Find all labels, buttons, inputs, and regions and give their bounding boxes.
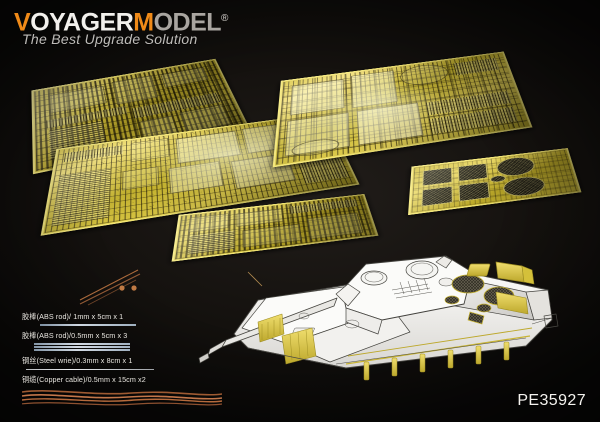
copper-cable-swatch <box>19 390 223 406</box>
materials-legend: 胶棒(ABS rod)/ 1mm x 5cm x 1 胶棒(ABS rod)/0… <box>19 312 252 419</box>
abs-rod-05mm-swatch <box>34 343 130 351</box>
brand-tagline: The Best Upgrade Solution <box>22 31 198 47</box>
product-code: PE35927 <box>517 392 586 409</box>
legend-label: 钢丝(Steel wrie)/0.3mm x 8cm x 1 <box>22 356 133 365</box>
steel-wire-swatch <box>26 369 154 370</box>
panther-tank-line-drawing <box>198 255 559 381</box>
legend-item-copper-cable: 铜缆(Copper cable)/0.5mm x 15cm x2 <box>19 375 252 414</box>
legend-label: 胶棒(ABS rod)/0.5mm x 5cm x 3 <box>22 331 128 340</box>
abs-rod-1mm-swatch <box>40 324 136 326</box>
legend-label: 胶棒(ABS rod)/ 1mm x 5cm x 1 <box>22 312 124 321</box>
legend-item-steel-wire: 钢丝(Steel wrie)/0.3mm x 8cm x 1 <box>22 356 252 370</box>
legend-label: 铜缆(Copper cable)/0.5mm x 15cm x2 <box>22 375 146 384</box>
legend-item-abs-1mm: 胶棒(ABS rod)/ 1mm x 5cm x 1 <box>22 312 252 326</box>
legend-item-abs-05mm: 胶棒(ABS rod)/0.5mm x 5cm x 3 <box>22 331 252 351</box>
registered-trademark-icon: ® <box>221 13 228 24</box>
